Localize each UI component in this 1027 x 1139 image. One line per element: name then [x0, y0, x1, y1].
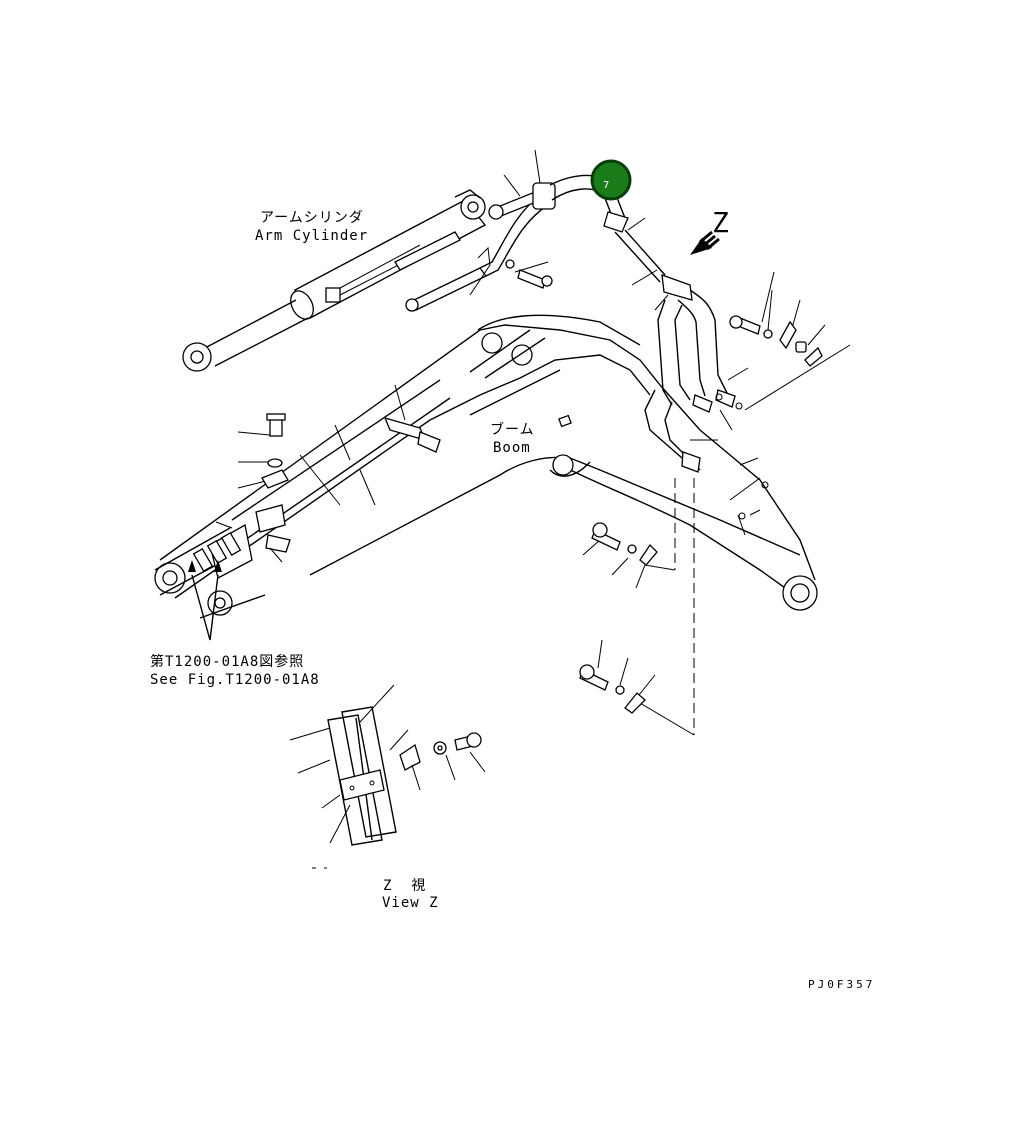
boom-label-en: Boom — [493, 440, 531, 456]
reference-arrows — [188, 560, 222, 641]
boom-label-jp: ブーム — [490, 421, 535, 438]
arm-cylinder-label-jp: アームシリンダ — [260, 210, 364, 226]
boom — [154, 314, 818, 619]
hose-lines — [405, 174, 736, 473]
leader-lines — [215, 149, 851, 736]
view-z-arrow: Z — [690, 206, 730, 255]
view-z-label-jp: Z 視 — [383, 878, 426, 894]
view-z-label-en: View Z — [382, 895, 439, 911]
connection-dashes — [674, 478, 695, 735]
arm-cylinder — [182, 189, 487, 372]
see-fig-label-jp: 第T1200-01A8図参照 — [150, 653, 304, 670]
z-arrow-letter: Z — [712, 206, 730, 239]
callout-number[interactable]: 7 — [603, 180, 609, 191]
arm-cylinder-label-en: Arm Cylinder — [255, 228, 368, 244]
see-fig-label-en: See Fig.T1200-01A8 — [150, 672, 320, 688]
hardware — [261, 259, 823, 714]
view-z-detail — [289, 684, 486, 869]
drawing-code: PJ0F357 — [808, 978, 875, 991]
callout-marker-7[interactable]: 7 — [590, 159, 632, 201]
callout-circle[interactable] — [590, 159, 632, 201]
